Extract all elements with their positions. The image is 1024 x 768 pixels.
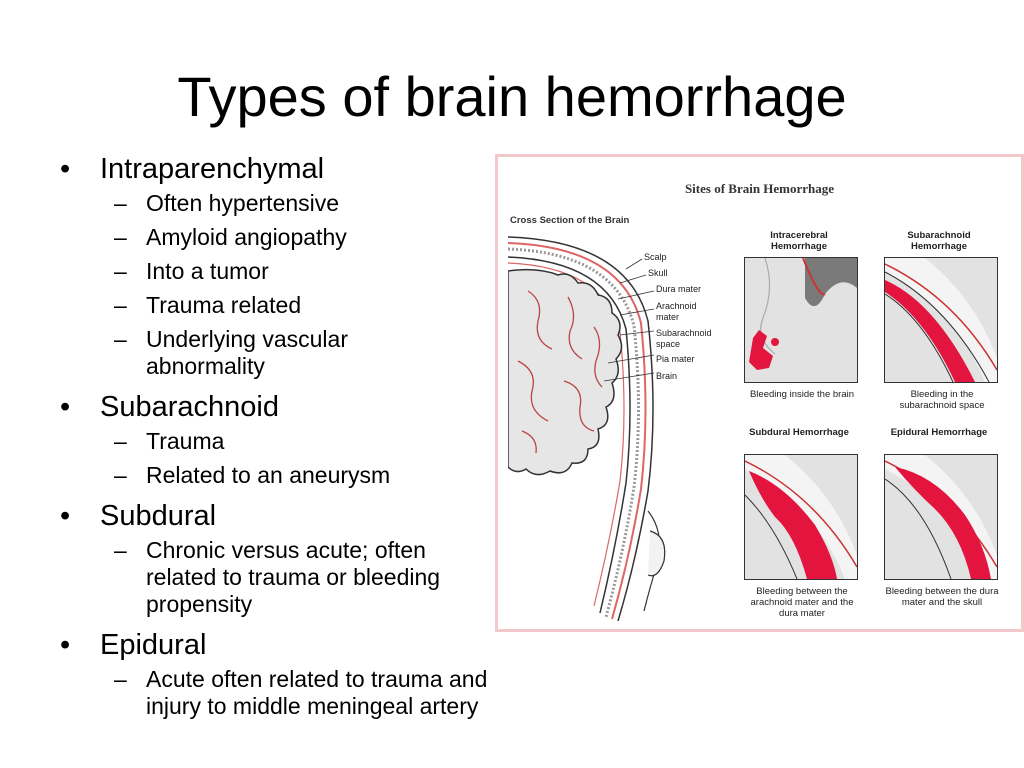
sub-bullet-item: –Chronic versus acute; often related to … (58, 537, 496, 618)
sub-bullet-item: –Often hypertensive (58, 190, 446, 217)
label-pia-mater: Pia mater (656, 354, 695, 364)
label-brain: Brain (656, 371, 678, 381)
sub-bullet-item: –Related to an aneurysm (58, 462, 496, 489)
sub-bullet-text: Related to an aneurysm (146, 462, 391, 488)
bullet-item: • Epidural (58, 628, 498, 662)
label-subarachnoid-space: Subarachnoid space (656, 328, 712, 349)
sub-bullet-text: Acute often related to trauma and injury… (146, 666, 488, 719)
sub-bullet-item: –Acute often related to trauma and injur… (58, 666, 496, 720)
slide-title: Types of brain hemorrhage (177, 65, 847, 128)
bullet-dot-icon: • (60, 391, 71, 423)
brain-hemorrhage-figure: Sites of Brain Hemorrhage Cross Section … (495, 154, 1024, 632)
panel-title-epidural: Epidural Hemorrhage (890, 427, 988, 438)
dash-icon: – (114, 190, 127, 216)
sub-bullet-text: Underlying vascular abnormality (146, 326, 348, 379)
bullet-item: • Intraparenchymal (58, 152, 498, 186)
sub-bullet-text: Trauma related (146, 292, 302, 318)
dash-icon: – (114, 537, 127, 563)
sub-bullet-text: Amyloid angiopathy (146, 224, 347, 250)
bullet-label: Epidural (100, 629, 207, 661)
label-skull: Skull (648, 268, 668, 278)
sub-bullet-text: Trauma (146, 428, 225, 454)
label-arachnoid-mater: Arachnoid mater (656, 301, 697, 322)
sub-bullet-item: –Underlying vascular abnormality (58, 326, 416, 380)
bullet-item: • Subarachnoid (58, 390, 498, 424)
dash-icon: – (114, 326, 127, 352)
caption-subarachnoid: Bleeding in the subarachnoid space (899, 389, 985, 411)
sub-bullet-item: –Amyloid angiopathy (58, 224, 446, 251)
bullet-label: Subdural (100, 500, 217, 532)
dash-icon: – (114, 428, 127, 454)
bullet-dot-icon: • (60, 500, 71, 532)
dash-icon: – (114, 292, 127, 318)
sub-bullet-text: Chronic versus acute; often related to t… (146, 537, 441, 617)
panel-title-intracerebral: Intracerebral Hemorrhage (770, 230, 828, 252)
sub-bullet-text: Into a tumor (146, 258, 269, 284)
bullet-item: • Subdural (58, 499, 498, 533)
caption-epidural: Bleeding between the dura mater and the … (885, 586, 999, 608)
sub-bullet-item: –Trauma (58, 428, 446, 455)
panel-epidural (884, 454, 998, 580)
panel-subdural (744, 454, 858, 580)
dash-icon: – (114, 462, 127, 488)
cross-section-label: Cross Section of the Brain (510, 215, 630, 226)
caption-intracerebral: Bleeding inside the brain (749, 389, 855, 400)
panel-intracerebral (744, 257, 858, 383)
panel-subarachnoid (884, 257, 998, 383)
bullet-dot-icon: • (60, 153, 71, 185)
bullet-dot-icon: • (60, 629, 71, 661)
head-cross-section-illustration (508, 236, 666, 621)
panel-title-subdural: Subdural Hemorrhage (749, 427, 849, 438)
sub-bullet-text: Often hypertensive (146, 190, 340, 216)
dash-icon: – (114, 666, 127, 692)
bullet-list: • Intraparenchymal –Often hypertensive –… (58, 152, 498, 720)
sub-bullet-item: –Into a tumor (58, 258, 446, 285)
dash-icon: – (114, 258, 127, 284)
caption-subdural: Bleeding between the arachnoid mater and… (750, 586, 854, 619)
dash-icon: – (114, 224, 127, 250)
label-scalp: Scalp (644, 252, 667, 262)
bullet-label: Intraparenchymal (100, 153, 325, 185)
panel-title-subarachnoid: Subarachnoid Hemorrhage (907, 230, 971, 252)
label-dura-mater: Dura mater (656, 284, 702, 294)
figure-title: Sites of Brain Hemorrhage (684, 181, 835, 196)
bullet-label: Subarachnoid (100, 391, 279, 423)
sub-bullet-item: –Trauma related (58, 292, 446, 319)
